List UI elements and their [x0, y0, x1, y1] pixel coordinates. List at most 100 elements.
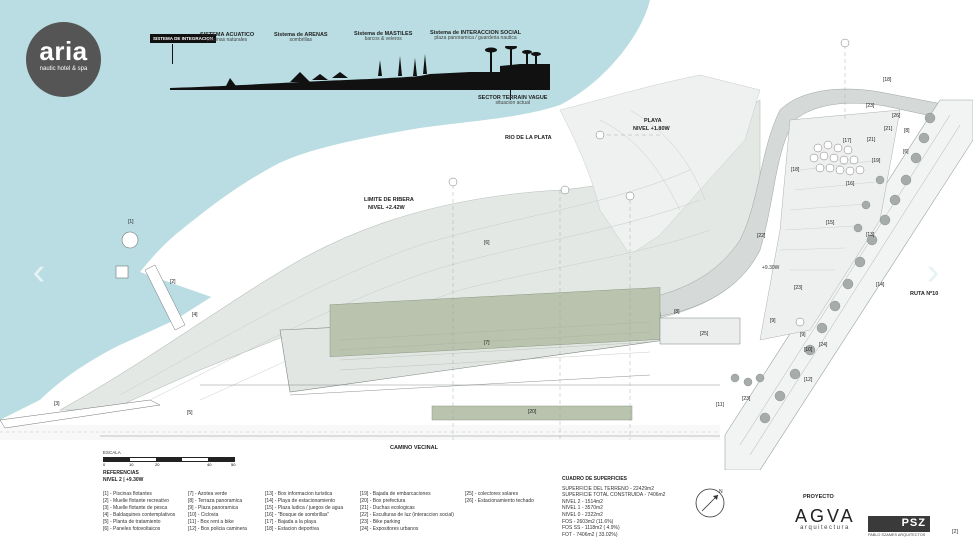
references-col-3: [13] - Box informacion turistica [14] - …: [265, 491, 343, 533]
axis-markers: [448, 38, 850, 327]
reference-item: [9] - Plaza panoramica: [188, 505, 239, 511]
coastal-road: [639, 88, 973, 319]
scale-tick: 10: [129, 462, 134, 467]
scale-tick: 40: [207, 462, 212, 467]
axis-lines: [452, 45, 846, 440]
references-title: REFERENCIAS: [103, 470, 139, 476]
system-aquatic-title: SISTEMA ACUATICO: [200, 32, 255, 38]
references-subtitle: NIVEL 2 | +9.30W: [103, 477, 144, 483]
reference-item: [2] - Muelle flotante recreativo: [103, 498, 169, 504]
surface-line: FOT - 7406m2 ( 33.02%): [562, 531, 618, 538]
plan-tag: [8]: [904, 128, 910, 134]
scale-graphic: [103, 457, 235, 462]
plan-tag: [9]: [800, 332, 806, 338]
road-label: CAMINO VECINAL: [390, 445, 438, 451]
project-label: PROYECTO: [803, 494, 834, 500]
surface-line: NIVEL 0 - 2322m2: [562, 511, 603, 518]
reference-item: [5] - Planta de tratamiento: [103, 519, 161, 525]
floating-pool: [121, 231, 139, 249]
surfaces-title: CUADRO DE SUPERFICIES: [562, 476, 628, 482]
plan-tag: [26]: [892, 113, 901, 119]
system-aquatic-sub: piscinas naturales: [207, 37, 248, 44]
plan-tag: [9]: [770, 318, 776, 324]
beach-zone: [559, 74, 761, 256]
plan-tag: [7]: [484, 340, 490, 346]
terrain-connector: [510, 90, 511, 100]
plan-tag: [23]: [866, 103, 875, 109]
plan-tag: [6]: [903, 149, 909, 155]
north-arrow-icon: N: [695, 488, 725, 518]
agva-logo: AGVA arquitectura: [795, 507, 855, 531]
contour-lines: [119, 109, 711, 401]
prev-arrow[interactable]: ‹: [32, 251, 46, 293]
system-masts-sub: barcos & veleros: [364, 36, 402, 43]
dimension-lines: [100, 374, 720, 437]
psz-logo: PSZ: [868, 516, 930, 532]
section-silhouette: [170, 46, 550, 90]
reference-item: [12] - Box policia caminera: [188, 526, 247, 532]
route-label: RUTA Nº10: [910, 291, 939, 297]
surface-line: FOS - 2603m2 (11.6%): [562, 518, 614, 525]
system-masts-title: Sistema de MASTILES: [354, 31, 413, 37]
surface-line: NIVEL 2 - 1514m2: [562, 498, 603, 505]
system-masts: Sistema de MASTILES barcos & veleros: [354, 31, 412, 43]
umbrella-forest: [809, 140, 865, 176]
plan-tag: [15]: [826, 220, 835, 226]
reference-item: [11] - Box rent a bike: [188, 519, 234, 525]
plan-tag: [8]: [674, 309, 680, 315]
system-social-sub: plaza panoramica / guarderia nautica: [434, 35, 517, 42]
plan-tag: [10]: [804, 347, 813, 353]
scale-tick: 0: [103, 462, 106, 467]
badge-connector: [172, 44, 173, 64]
scale-tick: 50: [231, 462, 236, 467]
plan-tag: [20]: [528, 409, 537, 415]
treatment-plant: [115, 265, 129, 279]
references-header: REFERENCIAS NIVEL 2 | +9.30W: [103, 470, 143, 484]
reference-item: [16] - "Bosque de sombrillas": [265, 512, 330, 518]
plan-tag: [1]: [128, 219, 134, 225]
beach-title: PLAYA: [644, 118, 662, 124]
system-social: Sistema de INTERACCION SOCIAL plaza pano…: [430, 30, 521, 42]
plan-tag: [21]: [884, 126, 893, 132]
psz-sub: PABLO SZAMES ARQUITECTOS: [868, 533, 926, 537]
parking-area: [759, 109, 901, 341]
plan-tag: [17]: [843, 138, 852, 144]
reference-item: [13] - Box informacion turistica: [265, 491, 333, 497]
reference-item: [3] - Muelle flotante de pesca: [103, 505, 168, 511]
next-arrow[interactable]: ›: [926, 251, 940, 293]
plan-tag: [2]: [170, 279, 176, 285]
agva-sub: arquitectura: [800, 525, 850, 531]
reference-item: [20] - Box prefectura: [360, 498, 406, 504]
system-aquatic: SISTEMA ACUATICO piscinas naturales: [200, 32, 254, 44]
reference-item: [15] - Plaza ludica / juegos de agua: [265, 505, 344, 511]
plan-tag: [5]: [187, 410, 193, 416]
system-sands: Sistema de ARENAS sombrillas: [274, 32, 328, 44]
plan-tag: [23]: [794, 285, 803, 291]
surface-line: SUPERFICIE TOTAL CONSTRUIDA - 7406m2: [562, 492, 666, 499]
plan-tag: [25]: [700, 331, 709, 337]
terrain-vague: SECTOR TERRAIN VAGUE situacion actual: [478, 95, 547, 107]
integration-badge: SISTEMA DE INTEGRACION: [150, 34, 217, 43]
page-number: [2]: [952, 529, 959, 535]
reference-item: [6] - Paneles fotovoltaicos: [103, 526, 161, 532]
plan-tag: [18]: [791, 167, 800, 173]
surfaces-table: CUADRO DE SUPERFICIES SUPERFICIE DEL TER…: [562, 476, 665, 538]
plan-tag: [12]: [804, 377, 813, 383]
reference-item: [21] - Duchas ecologicas: [360, 505, 415, 511]
recreational-pier: [144, 264, 186, 331]
reference-item: [10] - Ciclovia: [188, 512, 219, 518]
system-sands-sub: sombrillas: [289, 37, 313, 44]
reference-item: [4] - Baldaquines contemplativos: [103, 512, 176, 518]
plan-tag: [22]: [757, 233, 766, 239]
agva-name: AGVA: [795, 506, 856, 526]
reference-item: [8] - Terraza panoramica: [188, 498, 243, 504]
brand-name: aria: [39, 36, 88, 66]
surface-line: NIVEL 1 - 3570m2: [562, 505, 603, 512]
references-col-4: [19] - Bajada de embarcaciones [20] - Bo…: [360, 491, 454, 533]
brand-subtitle: nautic hotel & spa: [39, 66, 88, 72]
plan-tag: [3]: [54, 401, 60, 407]
scale-bar: ESCALA 0 10 20 40 50: [103, 450, 243, 470]
site-plan: [0, 0, 973, 470]
references-col-1: [1] - Piscinas flotantes [2] - Muelle fl…: [103, 491, 175, 533]
reference-item: [24] - Expositores urbanos: [360, 526, 419, 532]
